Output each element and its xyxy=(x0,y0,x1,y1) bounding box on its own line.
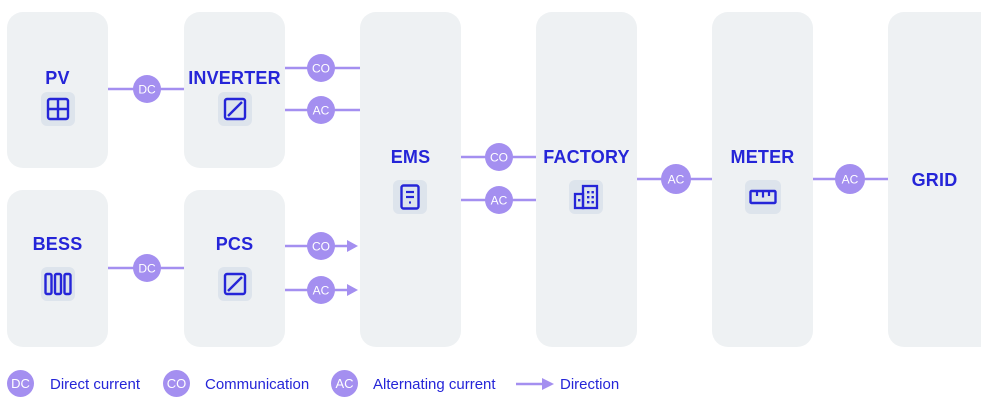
node-grid: GRID xyxy=(888,12,981,347)
converter-icon xyxy=(218,267,252,301)
node-inverter: INVERTER xyxy=(184,12,285,168)
badge-ac-inverter: AC xyxy=(307,96,335,124)
direction-arrow-icon xyxy=(347,284,358,296)
node-label: PCS xyxy=(215,234,254,254)
svg-text:DC: DC xyxy=(138,262,156,276)
badge-ac-factory-meter: AC xyxy=(661,164,691,194)
node-pv: PV xyxy=(7,12,108,168)
direction-arrow-icon xyxy=(516,378,554,390)
svg-text:AC: AC xyxy=(842,173,859,187)
svg-text:AC: AC xyxy=(313,284,330,298)
battery-icon xyxy=(41,267,75,301)
node-pcs: PCS xyxy=(184,190,285,347)
svg-text:CO: CO xyxy=(490,151,508,165)
badge-co-ems: CO xyxy=(485,143,513,171)
svg-text:AC: AC xyxy=(491,194,508,208)
legend-badge-ac: AC xyxy=(331,370,358,397)
node-factory: FACTORY xyxy=(536,12,637,347)
legend-text-dc: Direct current xyxy=(50,376,141,393)
solar-panel-icon xyxy=(41,92,75,126)
node-ems: EMS xyxy=(360,12,461,347)
legend-text-ac: Alternating current xyxy=(373,376,496,393)
legend-text-co: Communication xyxy=(205,376,310,393)
node-bess: BESS xyxy=(7,190,108,347)
legend-badge-dc: DC xyxy=(7,370,34,397)
badge-co-inverter: CO xyxy=(307,54,335,82)
svg-text:CO: CO xyxy=(312,62,330,76)
node-label: BESS xyxy=(32,234,83,254)
meter-ruler-icon xyxy=(745,180,781,214)
badge-ac-meter-grid: AC xyxy=(835,164,865,194)
node-label: PV xyxy=(45,68,70,88)
svg-text:CO: CO xyxy=(312,240,330,254)
node-meter: METER xyxy=(712,12,813,347)
node-label: EMS xyxy=(390,147,431,167)
factory-building-icon xyxy=(569,180,603,214)
badge-dc-bess-pcs: DC xyxy=(133,254,161,282)
legend-text-direction: Direction xyxy=(560,376,620,393)
inverter-icon xyxy=(218,92,252,126)
node-label: GRID xyxy=(911,170,958,190)
badge-co-pcs: CO xyxy=(307,232,335,260)
ems-device-icon xyxy=(393,180,427,214)
legend-badge-co: CO xyxy=(163,370,190,397)
svg-text:DC: DC xyxy=(138,83,156,97)
svg-text:AC: AC xyxy=(313,104,330,118)
node-label: METER xyxy=(730,147,795,167)
badge-dc-pv-inverter: DC xyxy=(133,75,161,103)
direction-arrow-icon xyxy=(347,240,358,252)
badge-ac-pcs: AC xyxy=(307,276,335,304)
svg-text:AC: AC xyxy=(668,173,685,187)
badge-ac-ems: AC xyxy=(485,186,513,214)
node-label: FACTORY xyxy=(543,147,630,167)
node-label: INVERTER xyxy=(188,68,281,88)
